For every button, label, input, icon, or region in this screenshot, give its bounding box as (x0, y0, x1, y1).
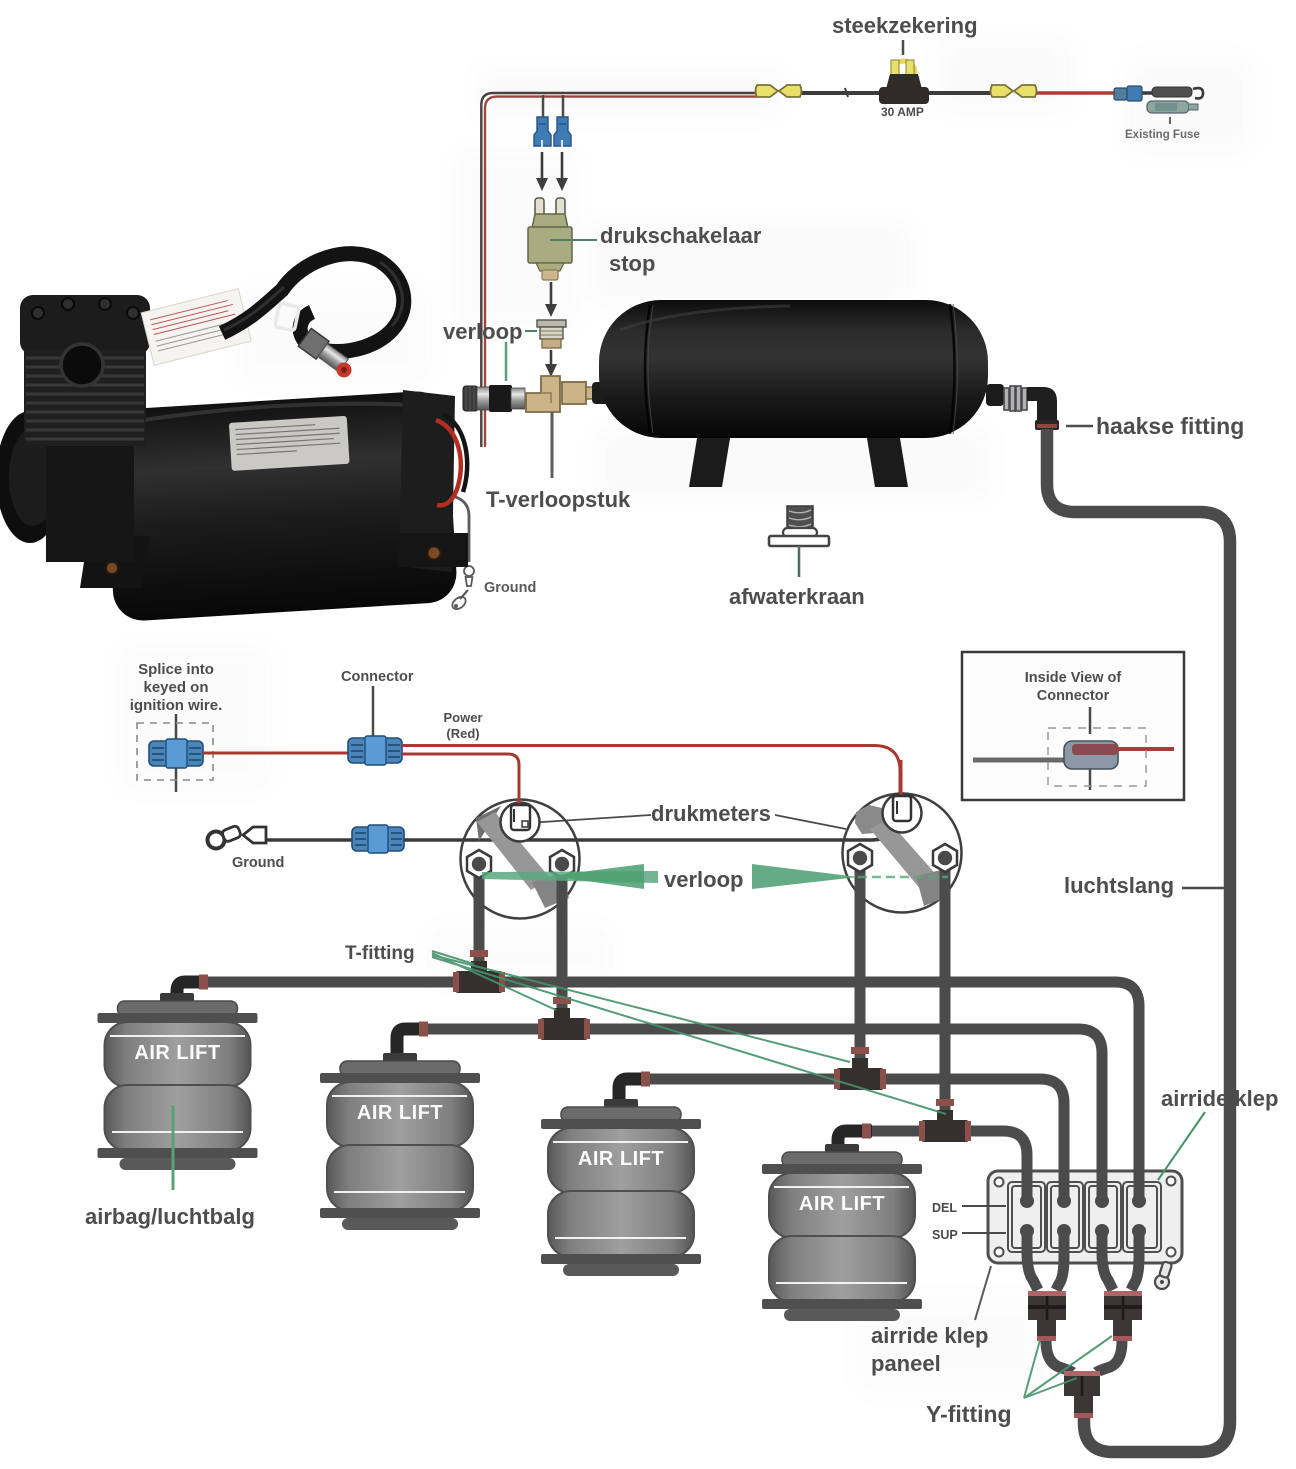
svg-text:afwaterkraan: afwaterkraan (729, 584, 865, 609)
svg-text:airride klep: airride klep (1161, 1086, 1278, 1111)
svg-text:keyed on: keyed on (143, 679, 208, 696)
svg-text:Inside View of: Inside View of (1025, 670, 1122, 686)
svg-text:30 AMP: 30 AMP (881, 105, 924, 119)
svg-text:SUP: SUP (932, 1228, 958, 1242)
svg-text:haakse fitting: haakse fitting (1096, 413, 1244, 439)
svg-text:(Red): (Red) (446, 726, 479, 741)
svg-text:Ground: Ground (484, 580, 536, 596)
svg-text:airbag/luchtbalg: airbag/luchtbalg (85, 1204, 255, 1229)
svg-text:luchtslang: luchtslang (1064, 873, 1174, 898)
svg-text:steekzekering: steekzekering (832, 13, 978, 38)
svg-text:Y-fitting: Y-fitting (926, 1401, 1012, 1427)
svg-text:AIR LIFT: AIR LIFT (134, 1042, 220, 1064)
svg-text:Ground: Ground (232, 855, 284, 871)
svg-text:Connector: Connector (341, 669, 414, 685)
svg-text:paneel: paneel (871, 1351, 941, 1376)
svg-text:Connector: Connector (1037, 688, 1110, 704)
svg-text:T-verloopstuk: T-verloopstuk (486, 487, 631, 512)
svg-text:Power: Power (443, 710, 482, 725)
svg-text:airride klep: airride klep (871, 1323, 988, 1348)
svg-text:drukmeters: drukmeters (651, 801, 771, 826)
svg-text:AIR LIFT: AIR LIFT (799, 1193, 885, 1215)
svg-text:Existing Fuse: Existing Fuse (1125, 129, 1200, 141)
svg-text:verloop: verloop (443, 319, 522, 344)
svg-text:DEL: DEL (932, 1201, 957, 1215)
svg-text:AIR LIFT: AIR LIFT (357, 1102, 443, 1124)
svg-text:Splice into: Splice into (138, 661, 214, 678)
svg-text:T-fitting: T-fitting (345, 943, 415, 964)
svg-text:drukschakelaar: drukschakelaar (600, 223, 762, 248)
svg-text:AIR LIFT: AIR LIFT (578, 1148, 664, 1170)
svg-text:ignition wire.: ignition wire. (130, 697, 223, 714)
svg-text:verloop: verloop (664, 867, 743, 892)
svg-text:stop: stop (609, 251, 655, 276)
